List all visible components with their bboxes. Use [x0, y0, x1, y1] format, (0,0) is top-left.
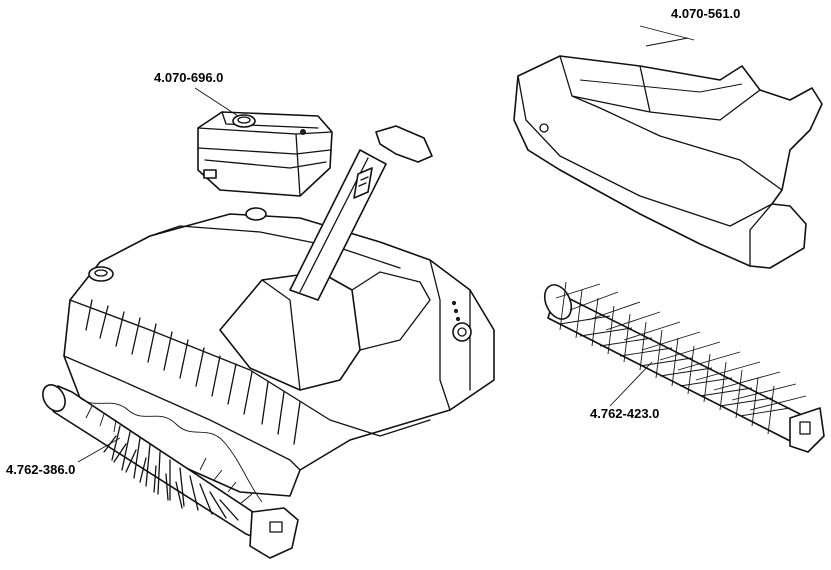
part-number-large-round-brush: 4.762-423.0 — [590, 406, 660, 421]
handle — [289, 125, 433, 301]
leader-lines — [77, 25, 695, 463]
large-round-brush — [543, 281, 825, 453]
dust-container — [513, 55, 823, 269]
part-number-side-roller-brush: 4.762-386.0 — [6, 462, 76, 477]
part-number-dust-container: 4.070-561.0 — [671, 6, 741, 21]
sweeper-body — [63, 207, 495, 497]
battery-pack — [197, 111, 333, 197]
side-roller-brush — [42, 384, 299, 559]
part-number-battery: 4.070-696.0 — [154, 70, 224, 85]
